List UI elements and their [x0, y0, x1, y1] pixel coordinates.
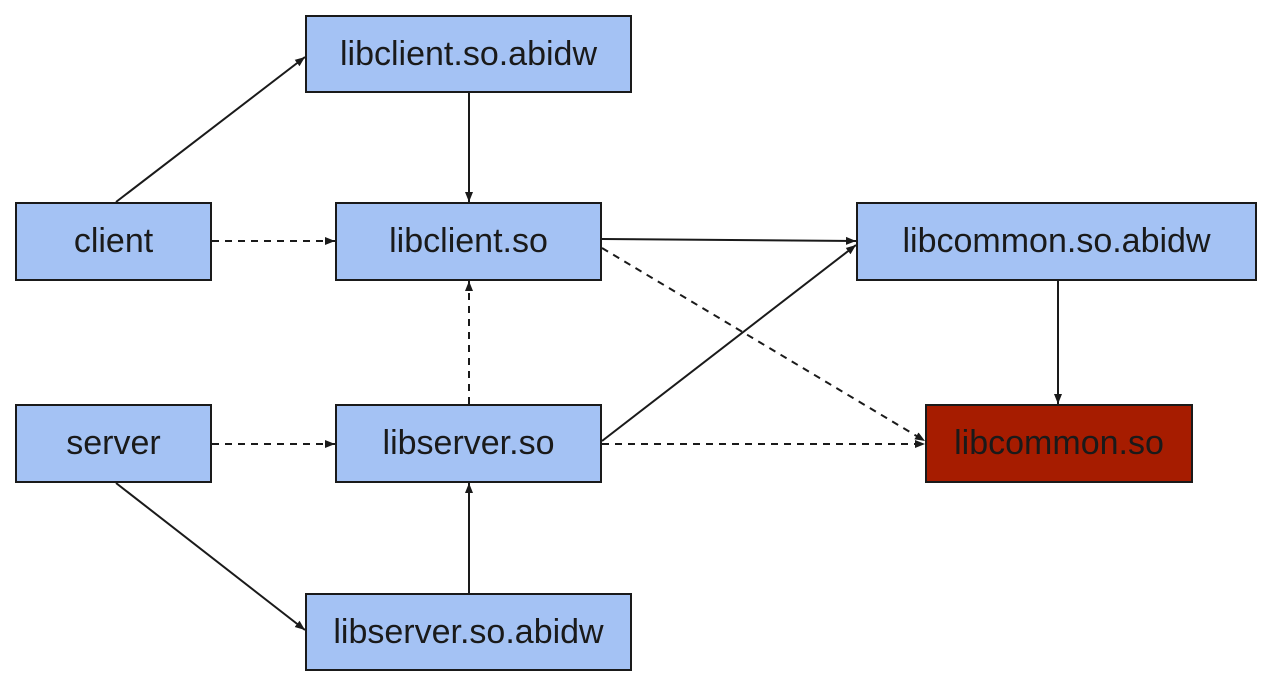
edge-server-to-libserver-abidw [115, 482, 306, 631]
node-label: libclient.so.abidw [339, 34, 598, 73]
node-libcommon-so-highlighted: libcommon.so [925, 404, 1193, 483]
edge-libclient-so-to-libcommon-abidw [601, 236, 857, 245]
node-server: server [15, 404, 212, 483]
node-label: server [66, 424, 161, 462]
node-label: libcommon.so [954, 424, 1164, 462]
edge-libserver-so-to-libcommon-abidw [601, 244, 857, 442]
node-libcommon-so-abidw: libcommon.so.abidw [856, 202, 1257, 281]
node-label: libcommon.so.abidw [902, 222, 1211, 260]
node-client: client [15, 202, 212, 281]
node-label: client [73, 222, 154, 260]
edge-libclient-so-to-libcommon-so [601, 247, 926, 442]
node-libclient-so: libclient.so [335, 202, 602, 281]
node-label: libserver.so.abidw [333, 612, 604, 651]
node-libserver-so-abidw: libserver.so.abidw [305, 593, 632, 671]
node-libserver-so: libserver.so [335, 404, 602, 483]
edge-client-to-libclient-abidw [115, 56, 306, 203]
node-label: libclient.so [389, 222, 548, 260]
node-libclient-so-abidw: libclient.so.abidw [305, 15, 632, 93]
node-label: libserver.so [382, 424, 555, 462]
